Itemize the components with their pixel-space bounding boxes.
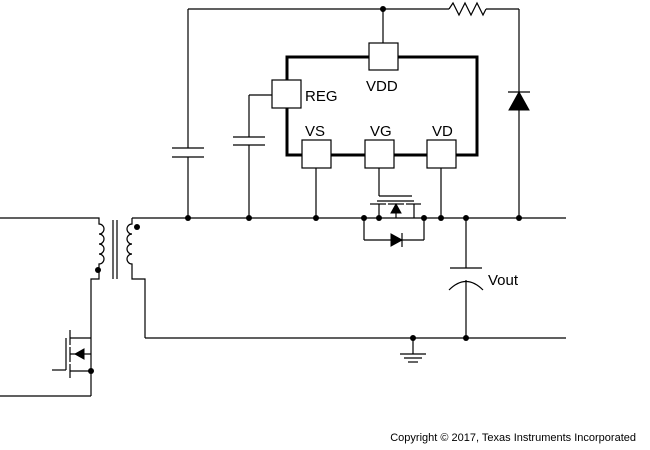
secondary-rail bbox=[132, 215, 566, 221]
ground-icon bbox=[400, 353, 426, 363]
reg-capacitor bbox=[233, 94, 272, 218]
reg-pin bbox=[271, 79, 302, 109]
vs-label: VS bbox=[305, 123, 325, 140]
vd-label: VD bbox=[432, 123, 453, 140]
vdd-pin bbox=[368, 42, 399, 71]
vdd-capacitor bbox=[172, 9, 204, 218]
vdd-diode bbox=[508, 9, 530, 218]
vd-pin bbox=[426, 139, 457, 169]
return-rail bbox=[145, 335, 566, 354]
vdd-label: VDD bbox=[366, 78, 398, 95]
output-capacitor bbox=[448, 218, 484, 341]
vg-label: VG bbox=[370, 123, 392, 140]
vs-pin bbox=[301, 139, 332, 169]
primary-mosfet bbox=[0, 330, 94, 397]
sync-rectifier-mosfet bbox=[363, 195, 425, 247]
vg-pin bbox=[364, 139, 395, 169]
vout-label: Vout bbox=[488, 272, 519, 289]
copyright-notice: Copyright © 2017, Texas Instruments Inco… bbox=[390, 432, 636, 444]
vdd-supply-wiring bbox=[188, 1, 519, 43]
reg-label: REG bbox=[305, 88, 338, 105]
flyback-transformer bbox=[0, 217, 146, 338]
